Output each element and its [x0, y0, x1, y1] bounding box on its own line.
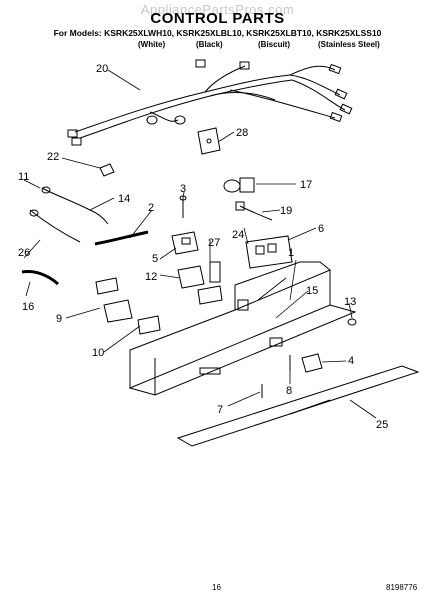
- control-module-parts: [95, 261, 223, 335]
- finish-white: (White): [138, 40, 166, 49]
- callout-26: 26: [18, 247, 30, 259]
- callout-5: 5: [152, 253, 158, 265]
- switch-bracket-part: [301, 353, 323, 373]
- lamp-socket-part: [235, 201, 273, 221]
- callout-15: 16: [22, 301, 34, 313]
- switch-part: [171, 231, 199, 255]
- lamp-part: [223, 177, 255, 193]
- callout-3: 3: [180, 183, 186, 195]
- callout-4: 4: [348, 355, 354, 367]
- callout-16: 15: [306, 285, 318, 297]
- callout-6: 6: [318, 223, 324, 235]
- tube-part: [94, 230, 149, 246]
- callout-1: 1: [288, 247, 294, 259]
- callout-20: 20: [96, 63, 108, 75]
- callout-10: 10: [92, 347, 104, 359]
- callout-9: 9: [56, 313, 62, 325]
- callout-11: 11: [18, 171, 29, 183]
- callout-17: 17: [300, 179, 312, 191]
- control-board-part: [245, 235, 293, 269]
- page-number: 16: [212, 583, 221, 592]
- watermark: AppliancePartsPros.com: [140, 2, 295, 17]
- callout-numbers: 20 28 22 11 14 2 3 17 19 24 6 26 27 5 12…: [18, 63, 388, 431]
- leader-lines: [23, 69, 377, 419]
- callout-22: 22: [47, 151, 59, 163]
- callout-14: 14: [118, 193, 130, 205]
- wire-harness-part: [67, 59, 353, 146]
- callout-7: 7: [217, 404, 223, 416]
- callout-19: 19: [280, 205, 292, 217]
- callout-12: 12: [145, 271, 157, 283]
- finish-black: (Black): [196, 40, 223, 49]
- callout-24: 24: [232, 229, 244, 241]
- page-title: CONTROL PARTS: [150, 10, 285, 27]
- callout-28: 28: [236, 127, 248, 139]
- screw-part: [179, 195, 187, 218]
- trim-part: [176, 365, 420, 447]
- models-line: For Models: KSRK25XLWH10, KSRK25XLBL10, …: [53, 28, 382, 38]
- callout-13: 13: [344, 296, 356, 308]
- callout-2: 2: [148, 202, 154, 214]
- bracket-part: [197, 127, 221, 155]
- tube-lower-part: [21, 270, 60, 286]
- callout-25: 25: [376, 419, 388, 431]
- control-housing-part: [128, 261, 357, 396]
- sensor-parts: [29, 186, 109, 243]
- connector-part: [99, 163, 115, 177]
- callout-8: 8: [286, 385, 292, 397]
- callout-27: 27: [208, 237, 220, 249]
- fastener-parts: [261, 318, 357, 398]
- finish-biscuit: (Biscuit): [258, 40, 290, 49]
- doc-number: 8198776: [386, 583, 418, 592]
- finish-stainless: (Stainless Steel): [318, 40, 380, 49]
